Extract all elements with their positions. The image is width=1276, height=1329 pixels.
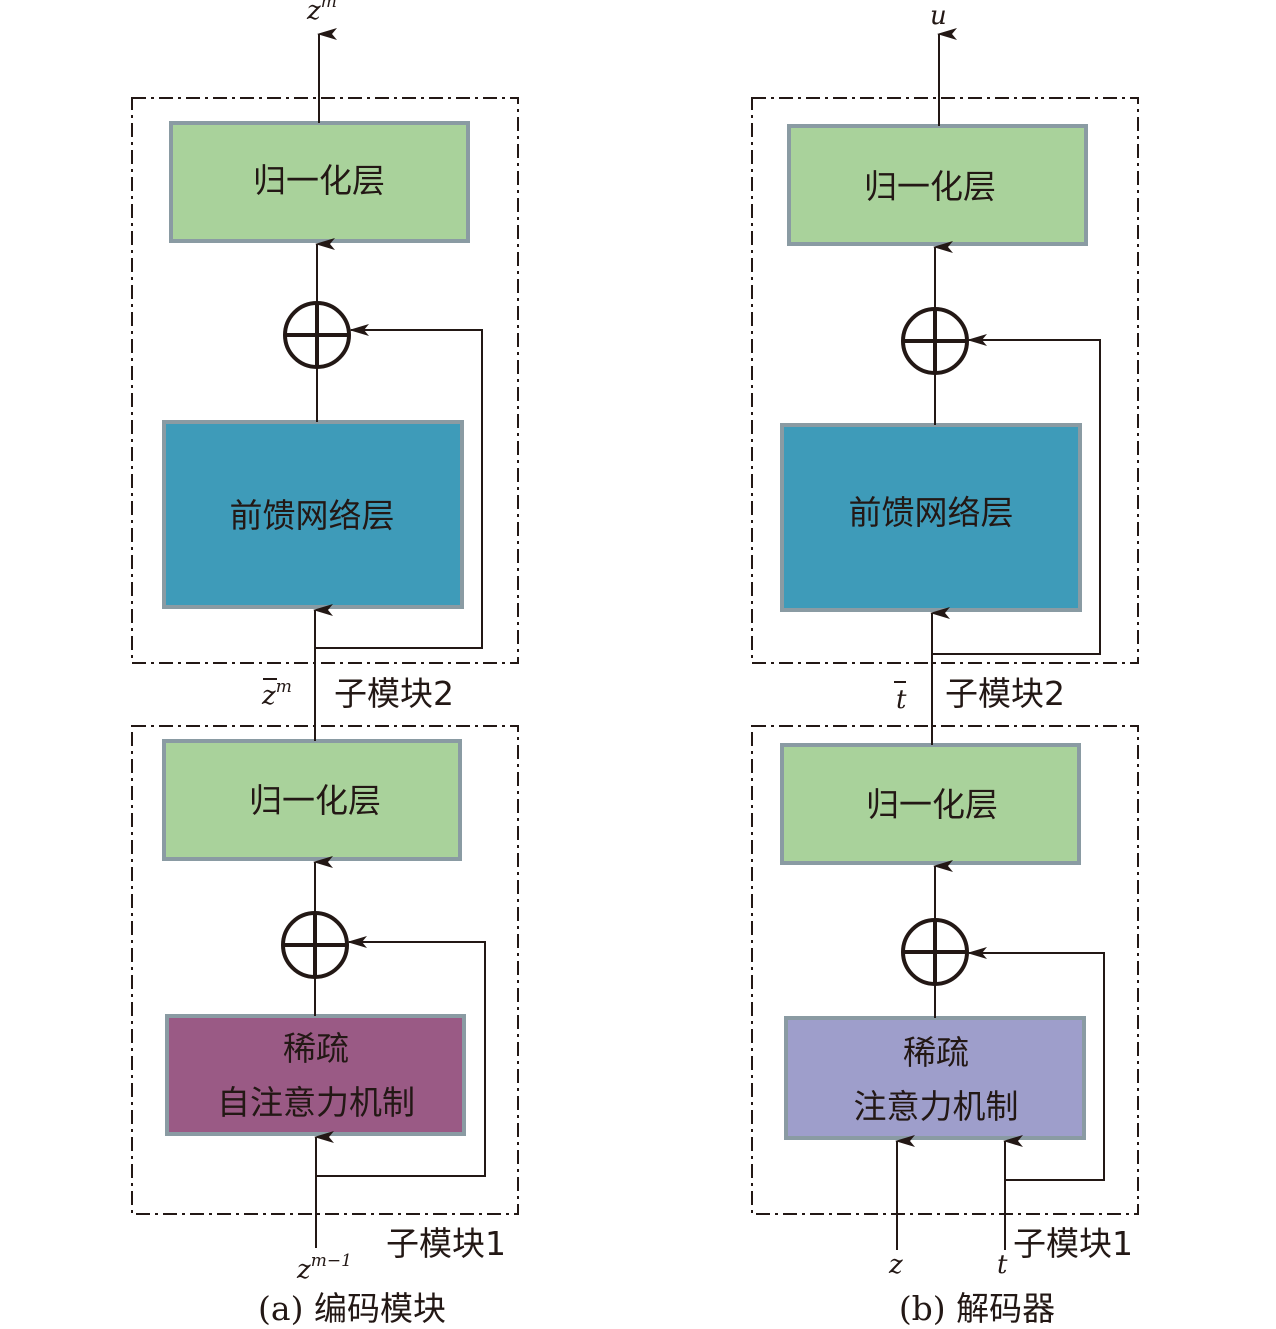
decoder-norm-bottom-box: [780, 743, 1081, 865]
encoder-adder-bottom-icon: [281, 911, 349, 979]
encoder-mid-variable: zm: [261, 677, 292, 711]
decoder-input-t-variable: t: [997, 1250, 1008, 1280]
encoder-norm-top-box: [169, 121, 470, 243]
decoder-attention-box: [784, 1016, 1086, 1140]
decoder-norm-top-label: 归一化层: [864, 167, 996, 206]
decoder-attention-label-line2: 注意力机制: [854, 1087, 1019, 1126]
encoder-module: 归一化层 前馈网络层 归一化层 稀疏 自注意力机制: [131, 0, 519, 1328]
encoder-attention-box: [165, 1014, 466, 1136]
encoder-attention-label-line2: 自注意力机制: [217, 1083, 415, 1122]
svg-text:zm: zm: [306, 0, 337, 26]
decoder-attention-label-line1: 稀疏: [903, 1033, 969, 1072]
decoder-mid-variable: t: [894, 681, 907, 715]
decoder-norm-top-box: [787, 124, 1088, 246]
encoder-adder-top-icon: [283, 301, 351, 369]
encoder-ffn-label: 前馈网络层: [230, 496, 395, 535]
svg-text:t: t: [896, 685, 907, 715]
encoder-submodule2-label: 子模块2: [334, 674, 454, 713]
decoder-residual2-line: [932, 334, 1101, 655]
decoder-output-variable: u: [930, 1, 947, 31]
decoder-norm-bottom-label: 归一化层: [866, 785, 998, 824]
encoder-residual1-line: [316, 936, 486, 1177]
decoder-submodule2-label: 子模块2: [945, 674, 1065, 713]
encoder-ffn-box: [162, 420, 464, 609]
decoder-module: 归一化层 前馈网络层 归一化层 稀疏 注意力机制 u: [751, 1, 1139, 1328]
encoder-submodule1-frame: [131, 725, 519, 1215]
encoder-submodule2-frame: [131, 97, 519, 664]
decoder-residual1-line: [967, 947, 1105, 1181]
svg-text:zm: zm: [261, 677, 292, 711]
encoder-caption: (a) 编码模块: [258, 1289, 446, 1328]
encoder-input-variable: zm−1: [296, 1251, 352, 1285]
encoder-norm-bottom-label: 归一化层: [249, 781, 381, 820]
svg-text:zm−1: zm−1: [296, 1251, 352, 1285]
encoder-attention-label-line1: 稀疏: [283, 1029, 349, 1068]
encoder-submodule1-label: 子模块1: [386, 1224, 506, 1263]
decoder-submodule2-frame: [751, 97, 1139, 664]
encoder-norm-top-label: 归一化层: [253, 161, 385, 200]
encoder-output-variable: zm: [306, 0, 337, 26]
svg-text:u: u: [930, 1, 947, 31]
decoder-input-z-variable: z: [888, 1250, 903, 1280]
decoder-submodule1-label: 子模块1: [1013, 1224, 1133, 1263]
decoder-adder-top-icon: [901, 307, 969, 375]
decoder-adder-bottom-icon: [901, 918, 969, 986]
decoder-submodule1-frame: [751, 725, 1139, 1215]
encoder-norm-bottom-box: [162, 739, 462, 861]
encoder-residual2-line: [315, 324, 483, 649]
decoder-ffn-label: 前馈网络层: [849, 493, 1014, 532]
decoder-caption: (b) 解码器: [899, 1289, 1055, 1328]
